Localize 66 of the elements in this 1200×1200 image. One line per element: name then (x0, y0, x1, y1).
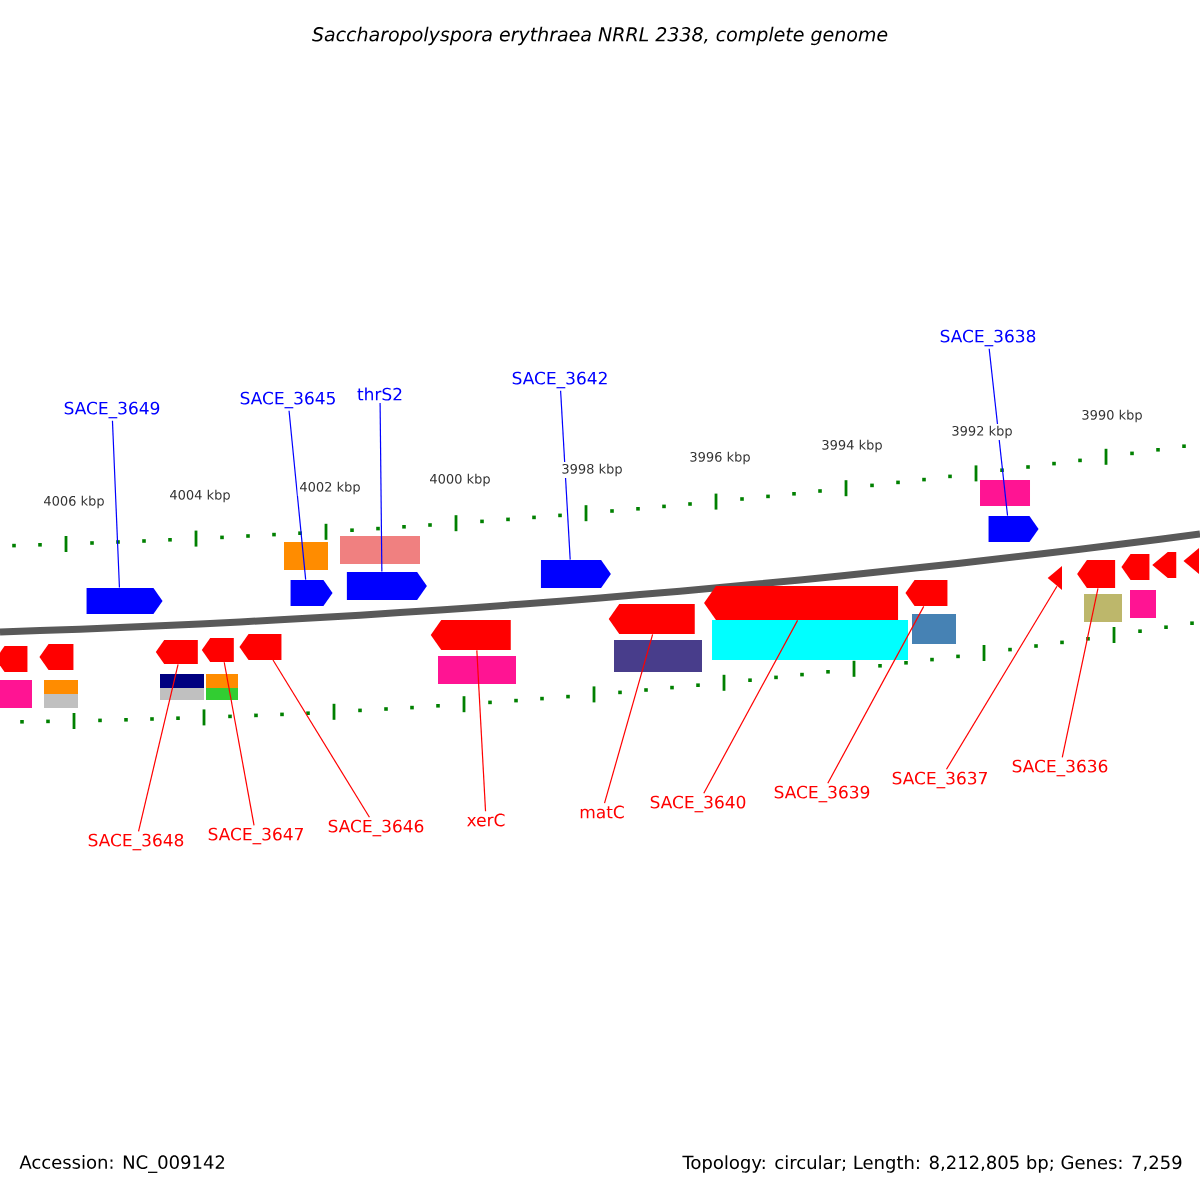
gene-feature (1183, 548, 1199, 574)
gene-feature (39, 644, 74, 670)
gene-block (438, 656, 516, 684)
leader-line (560, 390, 571, 561)
gene-block (160, 688, 204, 700)
gene-label: SACE_3645 (240, 391, 335, 409)
gene-feature (201, 638, 234, 662)
gene-block (206, 674, 238, 688)
gene-label: SACE_3646 (328, 819, 424, 837)
gene-feature (0, 646, 28, 672)
gene-label: SACE_3649 (64, 401, 160, 419)
leader-line (379, 402, 383, 573)
leader-line (603, 633, 654, 804)
gene-label: SACE_3637 (892, 771, 987, 789)
gene-feature (346, 572, 427, 600)
gene-feature (239, 634, 282, 660)
leader-line (111, 420, 121, 589)
leader-line (272, 659, 371, 818)
gene-label: SACE_3640 (650, 795, 746, 813)
gene-block (44, 694, 78, 708)
leader-line (1061, 587, 1099, 758)
gene-block (284, 542, 328, 570)
gene-feature (1152, 552, 1177, 578)
gene-block (712, 620, 908, 660)
footer-text: Topology: circular; Length: 8,212,805 bp; Genes: 7,259 (682, 1155, 1182, 1173)
gene-feature (430, 620, 511, 650)
gene-block (614, 640, 702, 672)
gene-feature (608, 604, 695, 634)
gene-label: SACE_3638 (940, 329, 1036, 347)
leader-line (945, 585, 1058, 770)
gene-feature (86, 588, 163, 614)
gene-label: xerC (467, 813, 505, 827)
leader-line (703, 619, 799, 794)
gene-block (980, 480, 1030, 506)
gene-block (1084, 594, 1122, 622)
leader-line (288, 410, 307, 581)
leader-line (827, 605, 925, 784)
gene-feature (704, 586, 899, 620)
gene-label: thrS2 (357, 387, 402, 401)
gene-block (160, 674, 204, 688)
gene-label: SACE_3639 (774, 785, 870, 803)
gene-feature (1121, 554, 1150, 580)
gene-block (44, 680, 78, 694)
gene-feature (1077, 560, 1116, 588)
gene-block (0, 680, 32, 708)
gene-label: matC (580, 805, 624, 819)
leader-line (223, 661, 255, 826)
gene-label: SACE_3642 (512, 371, 607, 389)
gene-block (206, 688, 238, 700)
footer-text: Accession: NC_009142 (19, 1155, 225, 1173)
gene-label: SACE_3647 (208, 827, 303, 845)
leader-line (988, 348, 1009, 517)
gene-block (912, 614, 956, 644)
gene-feature (905, 580, 948, 606)
gene-feature (290, 580, 333, 606)
gene-feature (988, 516, 1039, 542)
gene-label: SACE_3648 (88, 833, 184, 851)
gene-block (340, 536, 420, 564)
gene-feature (540, 560, 611, 588)
leader-line (137, 663, 179, 832)
gene-feature (1047, 566, 1062, 590)
title: Saccharopolyspora erythraea NRRL 2338, complete genome (312, 26, 888, 46)
gene-feature (155, 640, 198, 664)
gene-block (1130, 590, 1156, 618)
leader-line (476, 649, 487, 812)
gene-label: SACE_3636 (1012, 759, 1108, 777)
